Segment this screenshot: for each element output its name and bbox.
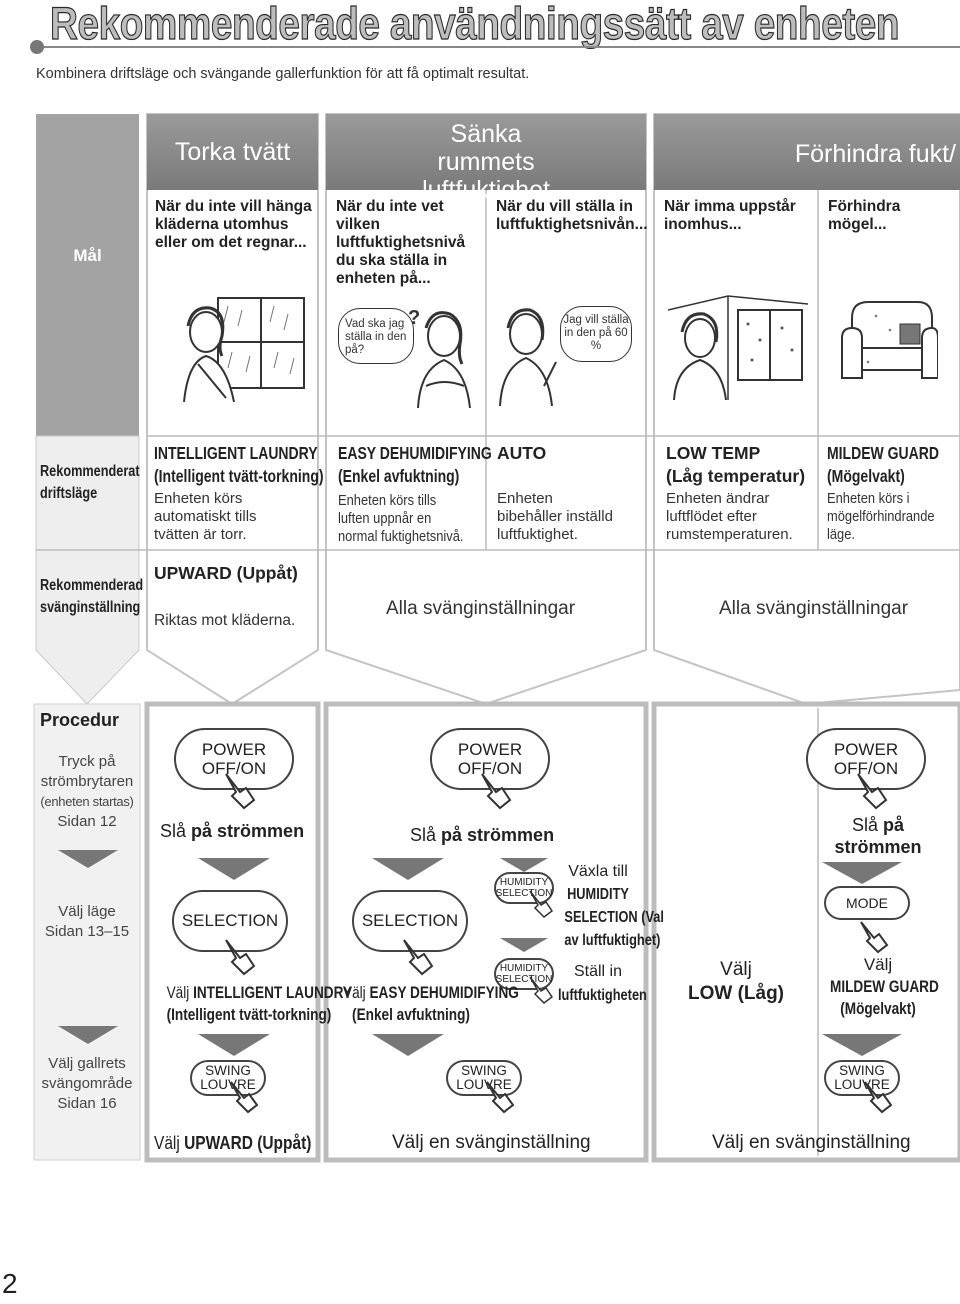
page-title: Rekommenderade användningssätt av enhete… — [49, 0, 900, 50]
illustration-woman-pointing — [499, 308, 557, 406]
mode-1-desc-3: tvätten är torr. — [154, 526, 247, 543]
speech-bubble-vad-ska: Vad ska jag ställa in den på? — [345, 318, 407, 356]
row-label-driftslage-2: driftsläge — [40, 485, 98, 502]
mode-2-desc-1: Enheten körs tills — [338, 492, 437, 509]
procedure-step-mode: Välj läge Sidan 13–15 — [44, 903, 130, 940]
swing-upward: UPWARD (Uppåt) — [154, 563, 298, 583]
hand-pointer-icon — [225, 773, 256, 810]
goal-2: När du inte vet vilken luftfuktighetsniv… — [336, 198, 466, 287]
step-select-easy-dehumidifying: Välj EASY DEHUMIDIFYING (Enkel avfuktnin… — [343, 983, 519, 1024]
step-power-on-1: Slå på strömmen — [160, 821, 305, 841]
hand-pointer-icon — [481, 773, 512, 810]
mode-4-desc-2: luftflödet efter — [666, 508, 757, 525]
row-label-svang-1: Rekommenderad — [40, 577, 144, 594]
row-label-svang-2: svänginställning — [40, 599, 141, 616]
mode-button[interactable]: MODE — [824, 886, 910, 920]
swing-upward-desc: Riktas mot kläderna. — [154, 612, 296, 629]
header-forhindra-fukt: Förhindra fukt/ — [794, 140, 956, 168]
mode-3-desc-2: bibehåller inställd — [497, 508, 613, 525]
goal-3: När du vill ställa in luftfuktighetsnivå… — [496, 198, 648, 233]
goal-4: När imma uppstår inomhus... — [664, 198, 796, 233]
hand-pointer-icon — [225, 939, 256, 976]
hand-pointer-icon — [486, 1081, 515, 1114]
mode-4-desc-1: Enheten ändrar — [666, 490, 770, 507]
swing-all-1: Alla svänginställningar — [386, 598, 576, 619]
mode-5-desc-3: läge. — [827, 526, 855, 543]
mode-2-desc-3: normal fuktighetsnivå. — [338, 528, 464, 545]
title-bullet — [30, 40, 44, 54]
row-label-procedur: Procedur — [40, 710, 120, 730]
step-power-on-2: Slå på strömmen — [410, 825, 555, 845]
row-label-mal: Mål — [73, 246, 102, 265]
mode-5-desc-1: Enheten körs i — [827, 490, 910, 507]
step-select-mildew-guard: Välj MILDEW GUARD (Mögelvakt) — [830, 955, 939, 1018]
mode-1-name: INTELLIGENT LAUNDRY — [154, 443, 318, 463]
mode-1-sub: (Intelligent tvätt-torkning) — [154, 466, 324, 486]
selection-button-1[interactable]: SELECTION — [172, 890, 288, 952]
procedure-step-swing: Välj gallrets svängområde Sidan 16 — [41, 1055, 133, 1112]
mode-5-desc-2: mögelförhindrande — [827, 508, 935, 525]
speech-bubble-jag-vill: Jag vill ställa in den på 60 % — [563, 314, 629, 352]
mode-3-desc-1: Enheten — [497, 490, 553, 507]
hand-pointer-icon — [860, 921, 889, 954]
step-switch-humidity: Växla till HUMIDITY SELECTION (Val av lu… — [564, 863, 664, 949]
mode-4-sub: (Låg temperatur) — [666, 466, 806, 486]
mode-1-desc-2: automatiskt tills — [154, 508, 257, 525]
mode-2-desc-2: luften uppnår en — [338, 510, 432, 527]
step-select-low: Välj LOW (Låg) — [687, 959, 785, 1004]
hand-pointer-icon — [857, 773, 888, 810]
goal-1: När du inte vill hänga kläderna utomhus … — [155, 198, 312, 251]
svg-text:?: ? — [408, 307, 420, 329]
header-torka-tvatt: Torka tvätt — [174, 138, 291, 166]
step-select-intelligent-laundry: Välj INTELLIGENT LAUNDRY (Intelligent tv… — [166, 983, 352, 1024]
hand-pointer-icon — [864, 1081, 893, 1114]
mode-5-name: MILDEW GUARD — [827, 443, 939, 463]
illustration-woman-foggy-window — [668, 295, 808, 400]
step-set-humidity: Ställ in luftfuktigheten — [558, 963, 647, 1004]
page-number: 2 — [2, 1268, 18, 1299]
procedure-step-power: Tryck på strömbrytaren (enheten startas)… — [40, 753, 134, 830]
header-sanka-luftfuktighet: Sänka rummets luftfuktighet — [422, 120, 550, 204]
row-label-driftslage-1: Rekommenderat — [40, 463, 140, 480]
mode-4-desc-3: rumstemperaturen. — [666, 526, 793, 543]
illustration-woman-thinking: ? — [408, 307, 471, 408]
mode-2-sub: (Enkel avfuktning) — [338, 466, 460, 486]
step-select-swing-1: Välj en svänginställning — [392, 1132, 591, 1153]
page-subtitle: Kombinera driftsläge och svängande galle… — [36, 66, 530, 82]
mode-3-desc-3: luftfuktighet. — [497, 526, 578, 543]
step-select-upward: Välj UPWARD (Uppåt) — [154, 1133, 312, 1153]
hand-pointer-icon — [230, 1081, 259, 1114]
title-rule — [36, 46, 960, 48]
mode-3-name: AUTO — [497, 443, 547, 463]
goal-5: Förhindra mögel... — [828, 198, 901, 233]
swing-all-2: Alla svänginställningar — [719, 598, 909, 619]
mode-1-desc-1: Enheten körs — [154, 490, 243, 507]
step-select-swing-2: Välj en svänginställning — [712, 1132, 911, 1153]
mode-4-name: LOW TEMP — [666, 443, 761, 463]
illustration-sofa — [841, 301, 938, 379]
mode-2-name: EASY DEHUMIDIFYING — [338, 443, 492, 463]
illustration-woman-window-rain — [183, 297, 305, 402]
selection-button-2[interactable]: SELECTION — [352, 890, 468, 952]
hand-pointer-icon — [529, 976, 554, 1004]
hand-pointer-icon — [403, 939, 434, 976]
mode-5-sub: (Mögelvakt) — [827, 466, 905, 486]
hand-pointer-icon — [529, 890, 554, 918]
